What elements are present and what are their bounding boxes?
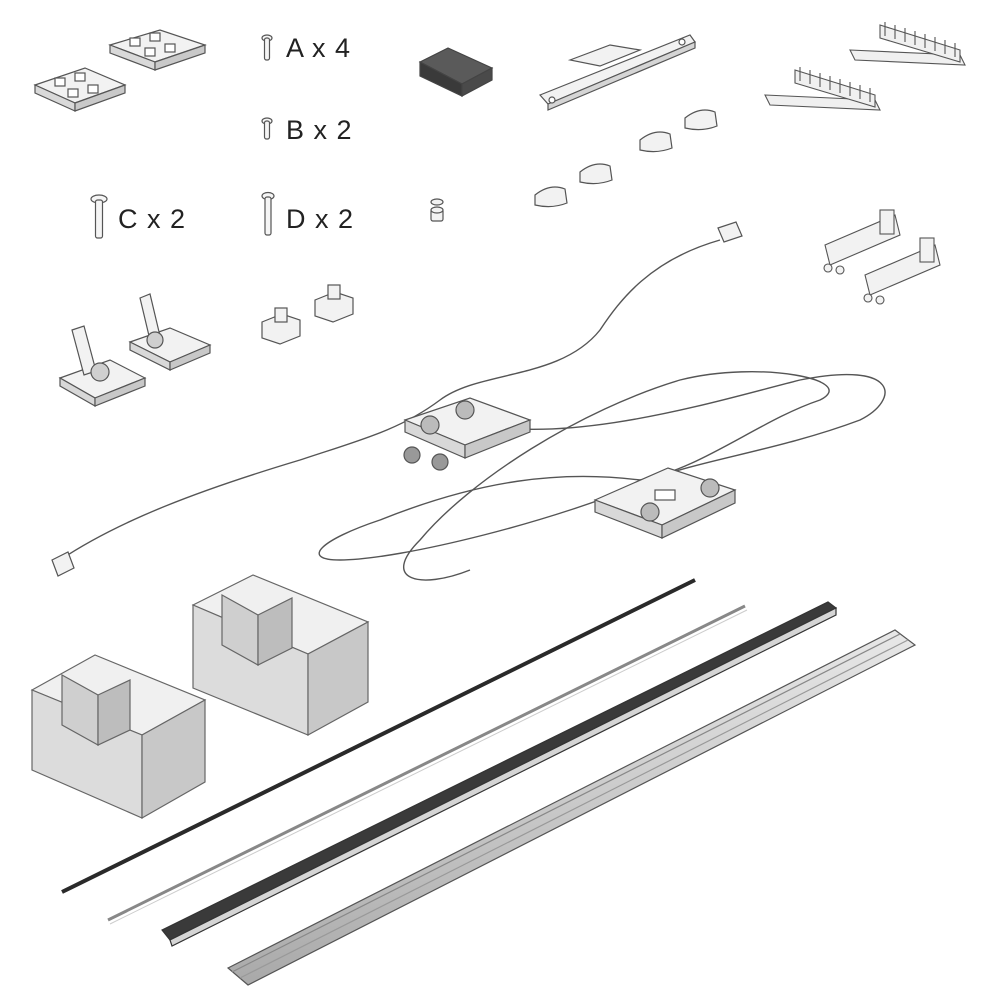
screw-d-icon [261,191,275,236]
mounting-plate-top [108,29,207,71]
screw-b-icon [261,117,273,140]
screw-c-label: C x 2 [118,204,187,234]
soft-close-unit-right [128,293,212,371]
carriage-upper [403,397,532,471]
screw-d-label: D x 2 [286,204,355,234]
foam-block-right [191,574,370,737]
rail-channel [161,601,838,947]
cable-end-right [717,221,743,243]
comb-strip-lower [764,67,881,111]
comb-strip-upper [849,22,966,66]
guide-bracket [538,34,696,111]
foam-block-left [30,654,207,820]
guide-rollers [823,209,941,305]
screw-b-label: B x 2 [286,115,353,145]
soft-close-unit-left [58,325,147,408]
rail-thin-light [107,604,748,925]
rail-track [226,629,917,986]
door-clips [534,109,718,208]
mounting-plate-bottom [33,67,127,112]
carriage-lower [593,467,737,539]
cable-end-left [51,551,75,577]
stopper-pad [418,47,494,97]
rail-thin-dark [61,578,696,894]
adaptor-clips [261,284,354,345]
bushing [430,198,444,222]
screw-a-label: A x 4 [286,33,352,63]
screw-a-icon [261,34,273,61]
screw-c-icon [90,194,108,239]
